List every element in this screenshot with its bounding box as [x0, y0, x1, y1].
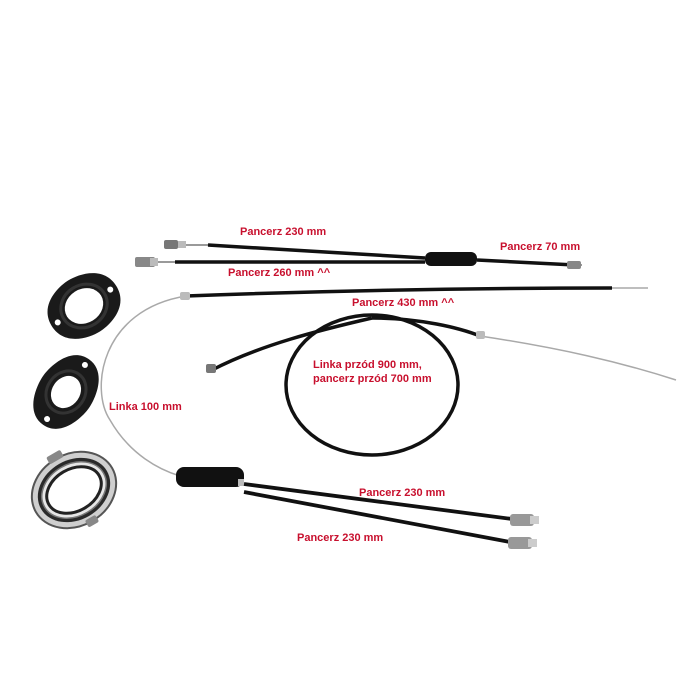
label-long-housing: Pancerz 430 mm ^^ [352, 297, 455, 309]
cable-end-icon [135, 257, 158, 267]
cable-end-icon [180, 292, 190, 300]
label-top-lower-housing: Pancerz 260 mm ^^ [228, 267, 331, 279]
label-bottom-upper-housing: Pancerz 230 mm [359, 487, 446, 499]
cable-end-icon [508, 537, 537, 549]
label-bottom-lower-housing: Pancerz 230 mm [297, 532, 384, 544]
mount-plate-icon [33, 355, 99, 429]
bottom-cable-pair [176, 467, 513, 544]
cable-end-icon [567, 261, 581, 269]
label-wire-length: Linka 100 mm [109, 401, 182, 413]
long-housing-cable [100, 286, 648, 477]
cable-end-icon [206, 364, 216, 373]
label-top-right-housing: Pancerz 70 mm [500, 241, 581, 253]
label-front-brake: Linka przód 900 mm, pancerz przód 700 mm [313, 359, 432, 385]
cable-end-icon [476, 331, 485, 339]
cable-end-icon [510, 514, 539, 526]
mount-plate-icon [47, 273, 121, 339]
rotor-bearing-icon [30, 450, 118, 530]
label-top-left-housing: Pancerz 230 mm [240, 226, 327, 238]
cable-end-icon [164, 240, 186, 249]
front-brake-loop [211, 313, 677, 457]
